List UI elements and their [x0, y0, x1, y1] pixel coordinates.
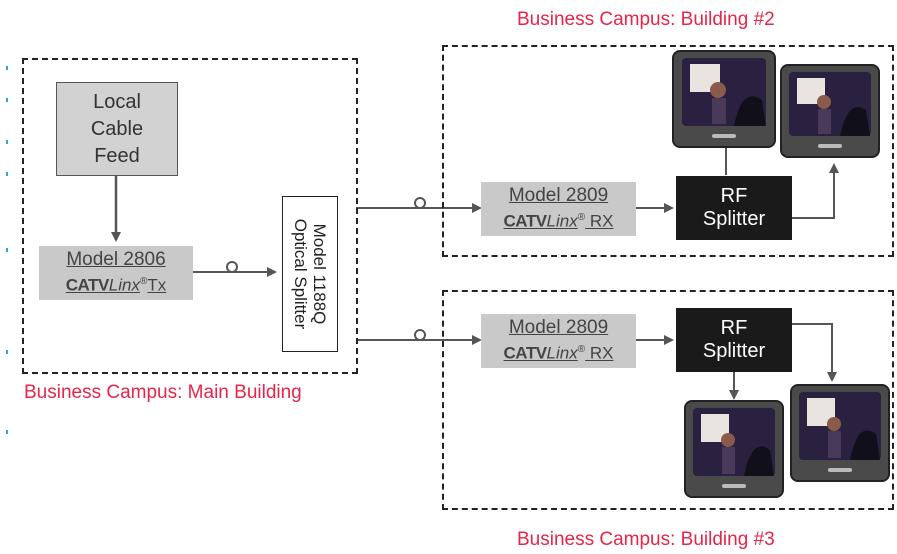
- edge-marks: [6, 66, 8, 434]
- fiber-loop-icon: [226, 261, 238, 273]
- local-feed-line-2: Cable: [90, 117, 144, 140]
- television-icon: [790, 384, 890, 482]
- rf-b2-line-2: Splitter: [702, 208, 766, 230]
- rf-splitter-b2-box: RF Splitter: [676, 176, 792, 240]
- zone-building-2: [442, 45, 894, 257]
- optical-splitter-box: Model 1188Q Optical Splitter: [282, 196, 338, 352]
- b2-rf-to-tv2-arrow: [792, 163, 839, 219]
- rx-b3-model-label: Model 2809: [508, 317, 609, 339]
- b3-rf-to-tv4-arrow: [792, 323, 837, 382]
- local-feed-line-1: Local: [93, 90, 141, 113]
- television-icon: [780, 64, 880, 158]
- rf-b3-line-2: Splitter: [702, 340, 766, 362]
- zone-label-building-3: Business Campus: Building #3: [517, 529, 775, 550]
- rf-b2-line-1: RF: [720, 185, 748, 207]
- local-cable-feed-box: Local Cable Feed: [56, 82, 178, 176]
- television-icon: [672, 50, 776, 148]
- rf-b3-line-1: RF: [720, 317, 748, 339]
- zone-building-3: [442, 290, 894, 510]
- rx-b3-product-label: CATVLinx® RX: [503, 343, 614, 363]
- tx-2806-box: Model 2806 CATVLinx®Tx: [39, 246, 193, 300]
- rx-b2-product-label: CATVLinx® RX: [503, 211, 614, 231]
- tx-model-label: Model 2806: [66, 249, 166, 271]
- local-feed-line-3: Feed: [94, 144, 140, 167]
- fiber-loop-icon: [414, 329, 426, 341]
- rx-2809-b2-box: Model 2809 CATVLinx® RX: [481, 182, 636, 236]
- zone-label-main-building: Business Campus: Main Building: [24, 382, 302, 403]
- tx-product-label: CATVLinx®Tx: [65, 275, 167, 295]
- rf-splitter-b3-box: RF Splitter: [676, 308, 792, 372]
- zone-main-building: [22, 58, 358, 374]
- zone-label-building-2: Business Campus: Building #2: [517, 9, 775, 30]
- optical-splitter-label: Model 1188Q Optical Splitter: [291, 218, 329, 330]
- fiber-loop-icon: [414, 197, 426, 209]
- rx-b2-model-label: Model 2809: [508, 185, 609, 207]
- rx-2809-b3-box: Model 2809 CATVLinx® RX: [481, 314, 636, 368]
- television-icon: [684, 400, 784, 498]
